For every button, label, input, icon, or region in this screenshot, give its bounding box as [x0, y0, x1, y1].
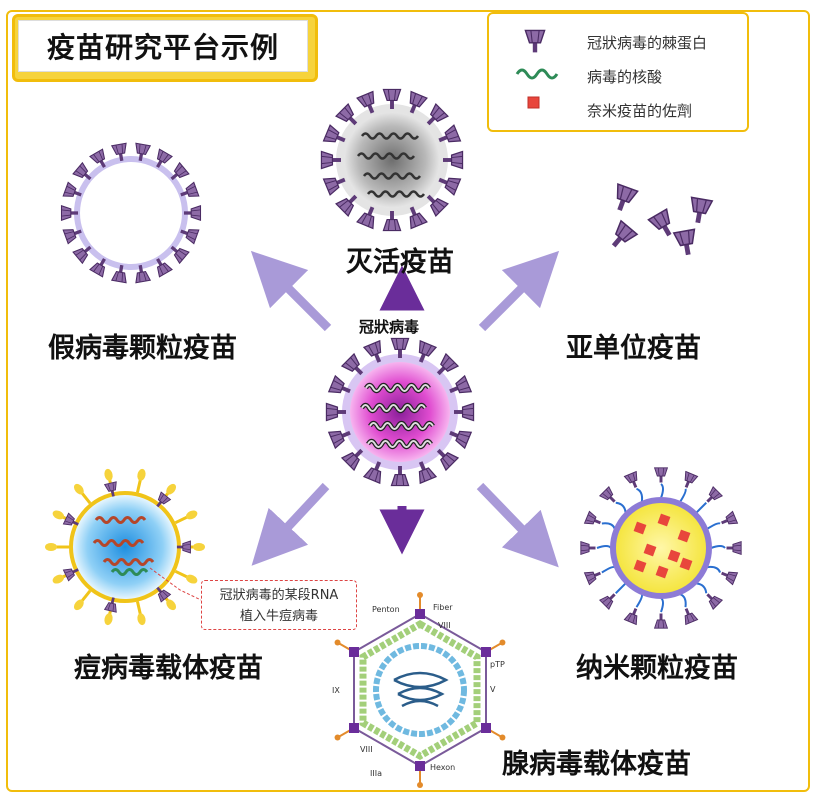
label-subunit-vaccine: 亚单位疫苗	[566, 333, 701, 364]
inactivated-virus-particle	[320, 88, 464, 232]
spike-protein-icon	[608, 183, 639, 215]
spike-protein-icon	[604, 220, 638, 254]
legend-label: 冠狀病毒的棘蛋白	[587, 34, 708, 52]
nucleic-acid-strand	[361, 404, 426, 412]
spike-protein-icon	[679, 471, 699, 491]
note-line-2: 植入牛痘病毒	[239, 609, 318, 624]
adjuvant-icon	[679, 557, 693, 571]
nucleic-acid-icon	[515, 68, 559, 80]
adjuvant-icon	[677, 529, 691, 543]
spike-protein-icon	[718, 510, 738, 530]
spike-protein-icon	[672, 228, 700, 257]
center-virus-label: 冠狀病毒	[359, 318, 420, 336]
vlp-particle	[60, 142, 202, 284]
spike-protein-icon	[647, 208, 680, 242]
adenovirus-diagram: Penton Fiber VIII pTP IX V VIII IIIa Hex…	[332, 592, 506, 788]
arrow-to-nanoparticle	[476, 482, 559, 568]
spike-protein-icon	[584, 566, 604, 586]
nucleic-acid-strand	[94, 516, 147, 524]
note-line-1: 冠狀病毒的某段RNA	[219, 588, 339, 603]
adjuvant-icon	[643, 543, 657, 557]
nucleic-acid-strand	[367, 440, 432, 448]
spike-protein-icon	[718, 566, 738, 586]
poxvirus-vector-particle	[45, 468, 205, 626]
label-ix: IX	[332, 686, 340, 695]
label-adenovirus-vector-vaccine: 腺病毒载体疫苗	[502, 749, 691, 780]
label-fiber: Fiber	[433, 603, 453, 612]
page-title: 疫苗研究平台示例	[18, 20, 308, 72]
spike-protein-icon	[686, 196, 714, 225]
label-inactivated-vaccine: 灭活疫苗	[346, 247, 454, 278]
label-iiia: IIIa	[370, 769, 382, 778]
spike-protein-icon	[524, 29, 546, 53]
spike-protein-icon	[654, 467, 668, 483]
nucleic-acid-strand	[102, 558, 155, 566]
legend-item-spike: 冠狀病毒的棘蛋白	[489, 24, 747, 58]
arrow-to-vlp	[250, 250, 332, 332]
label-vlp-vaccine: 假病毒颗粒疫苗	[48, 333, 237, 364]
spike-protein-icon	[623, 605, 643, 625]
nucleic-acid-strand	[92, 539, 145, 547]
label-penton: Penton	[372, 605, 400, 614]
spike-protein-icon	[726, 541, 742, 555]
legend-item-nucleic-acid: 病毒的核酸	[489, 58, 747, 92]
adjuvant-icon	[657, 513, 671, 527]
label-poxvirus-vector-vaccine: 痘病毒载体疫苗	[74, 653, 263, 684]
label-nanoparticle-vaccine: 纳米颗粒疫苗	[576, 653, 738, 684]
rna-insertion-note: 冠狀病毒的某段RNA 植入牛痘病毒	[201, 580, 357, 630]
nanoparticle	[580, 467, 742, 629]
nucleic-acid-strand	[360, 132, 420, 140]
arrow-to-poxvirus	[251, 482, 330, 566]
subunit-spike-proteins	[604, 183, 714, 257]
spike-protein-icon	[623, 471, 643, 491]
nucleic-acid-strand	[365, 384, 430, 392]
label-v: V	[490, 685, 496, 694]
adjuvant-icon	[667, 549, 681, 563]
adjuvant-icon	[633, 559, 647, 573]
label-viii-bottom: VIII	[360, 745, 373, 754]
label-hexon: Hexon	[430, 763, 455, 772]
adjuvant-icon	[527, 96, 540, 109]
spike-protein-icon	[580, 541, 596, 555]
arrow-to-subunit	[478, 250, 560, 332]
nucleic-acid-strand	[362, 172, 422, 180]
note-connector	[149, 567, 202, 601]
label-ptp: pTP	[490, 660, 505, 669]
spike-protein-icon	[654, 613, 668, 629]
label-viii-top: VIII	[438, 621, 451, 630]
nucleic-acid-strand	[369, 422, 434, 430]
legend-label: 奈米疫苗的佐劑	[587, 102, 693, 120]
nucleic-acid-strand	[356, 152, 416, 160]
adjuvant-icon	[633, 521, 647, 535]
legend-label: 病毒的核酸	[587, 68, 663, 86]
adjuvant-icon	[655, 565, 669, 579]
nucleic-acid-strand	[366, 190, 426, 198]
nucleic-acid-strand	[110, 568, 149, 576]
spike-protein-icon	[679, 605, 699, 625]
spike-protein-icon	[584, 510, 604, 530]
diagram-frame	[6, 10, 810, 792]
coronavirus-particle	[325, 337, 475, 487]
legend-item-adjuvant: 奈米疫苗的佐劑	[489, 92, 747, 126]
arrows	[250, 250, 560, 568]
